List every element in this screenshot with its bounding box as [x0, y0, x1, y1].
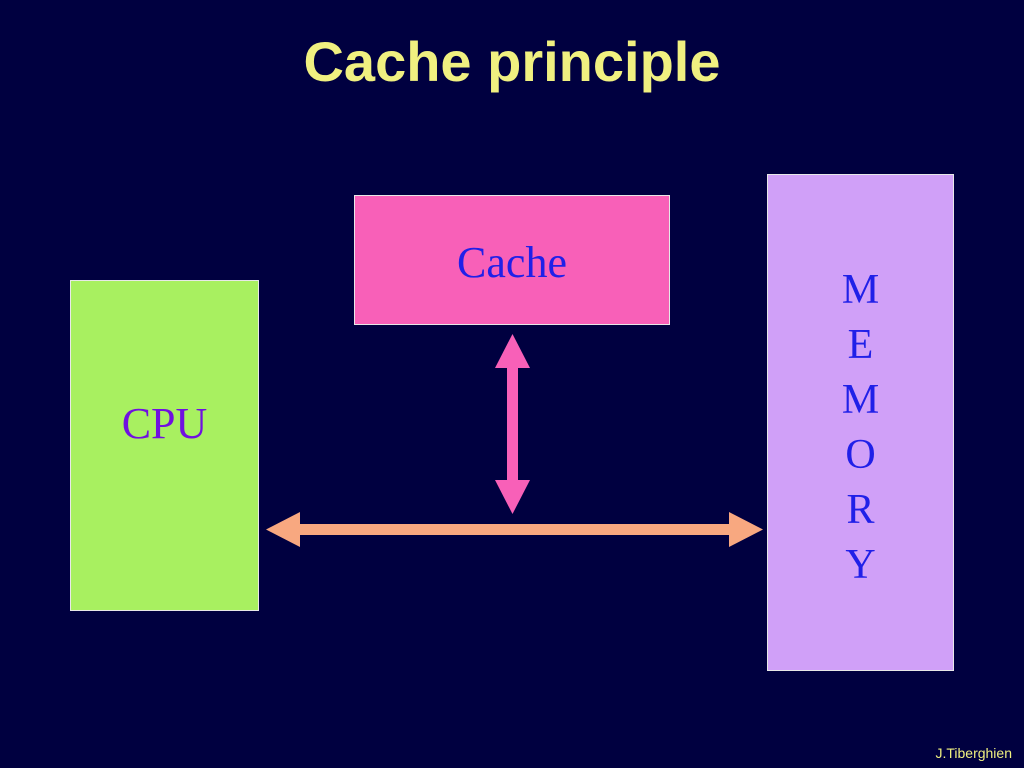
memory-letter: R: [846, 487, 875, 533]
cpu-box: CPU: [70, 280, 259, 611]
memory-letter: Y: [845, 542, 876, 588]
slide-title: Cache principle: [303, 30, 721, 93]
cpu-label: CPU: [121, 399, 208, 448]
memory-label: M E M O R Y: [768, 263, 953, 593]
cache-label: Cache: [457, 238, 567, 287]
memory-letter: M: [841, 267, 880, 313]
memory-letter: M: [841, 377, 880, 423]
memory-letter: E: [847, 322, 874, 368]
bus-arrow: [266, 512, 763, 547]
memory-box: M E M O R Y: [767, 174, 954, 671]
cache-box: Cache: [354, 195, 670, 325]
memory-letter: O: [845, 432, 876, 478]
cache-bus-arrow: [495, 334, 530, 514]
author-credit: J.Tiberghien: [935, 745, 1012, 761]
